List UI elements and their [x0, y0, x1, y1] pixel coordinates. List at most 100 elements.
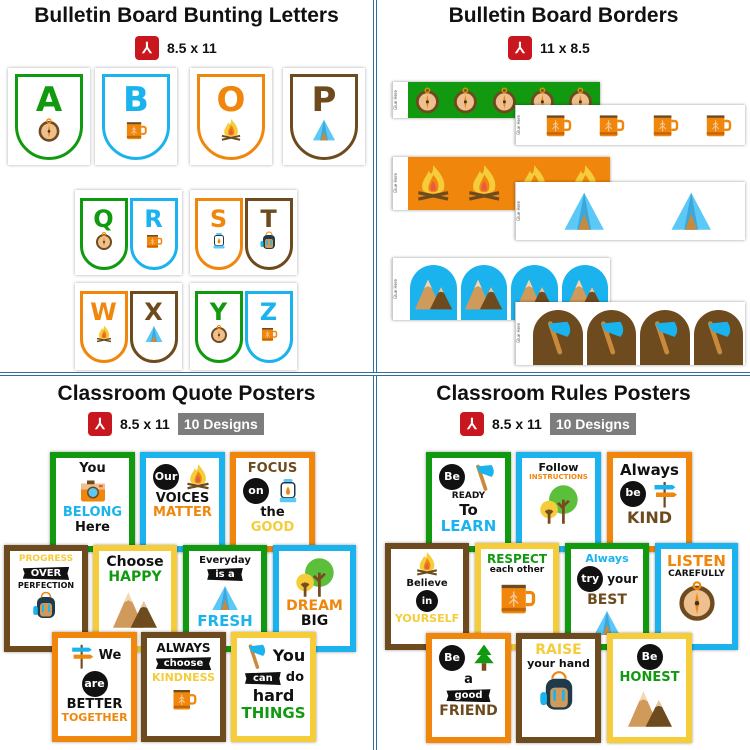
glue-here-label: Glue Here [515, 182, 531, 240]
poster-text: KINDNESS [151, 671, 216, 685]
poster-line: hard [253, 687, 295, 705]
glue-here-label: Glue Here [515, 302, 531, 365]
page-size-label: 8.5 x 11 [492, 416, 542, 432]
poster-text: Follow [538, 461, 579, 474]
bunting-letter: X [144, 298, 163, 326]
poster-text: LISTEN [667, 552, 726, 570]
poster-text: You [79, 461, 106, 476]
border-icons [531, 182, 745, 240]
bunting-letter: P [311, 80, 337, 120]
poster-text: a [464, 672, 473, 687]
border-strip: Glue Here [392, 82, 600, 118]
poster-line [495, 576, 539, 620]
bunting-pennant: Q [79, 198, 128, 270]
poster-text: HONEST [619, 670, 680, 685]
quadrant-title: Classroom Rules Posters [436, 382, 691, 405]
border-strip: Glue Here [515, 182, 745, 240]
lantern-icon [273, 476, 303, 506]
poster-line: Always [620, 462, 679, 479]
poster-line: OVER [21, 565, 72, 582]
backpack-icon [537, 670, 581, 714]
poster-text: THINGS [241, 703, 306, 722]
pdf-icon: ⅄ [135, 36, 159, 60]
pdf-icon: ⅄ [88, 412, 112, 436]
glue-here-label: Glue Here [392, 82, 408, 118]
poster-line: Be [438, 462, 499, 492]
poster-text: PROGRESS [18, 554, 74, 564]
poster-line: the [260, 505, 284, 520]
bunting-pennant: P [290, 74, 358, 160]
designs-count-badge: 10 Designs [549, 413, 636, 435]
poster-text: PERFECTION [17, 580, 75, 590]
bunting-pennant: O [197, 74, 265, 160]
bunting-letter: B [123, 80, 149, 120]
bunting-letter: W [90, 298, 117, 326]
poster-line: RAISE [535, 642, 581, 658]
poster-badge: be [620, 480, 646, 507]
poster-line [627, 685, 672, 729]
mug-icon [542, 109, 574, 141]
border-arch [693, 309, 743, 365]
quadrant-title: Bulletin Board Borders [448, 4, 679, 27]
page-size-label: 8.5 x 11 [120, 416, 170, 432]
poster-text: KIND [626, 507, 673, 527]
tent-icon [561, 188, 607, 234]
poster-banner: can [244, 672, 281, 685]
mug-icon [702, 109, 734, 141]
bunting-letter: Q [93, 205, 114, 233]
bunting-letter: A [35, 80, 63, 120]
bunting-letter: R [144, 205, 163, 233]
poster-line: Everyday [199, 555, 251, 566]
bunting-card: O [190, 68, 272, 165]
camera-icon [78, 476, 108, 506]
poster-badge: Our [153, 464, 179, 490]
pine-icon [469, 643, 499, 673]
poster-text: Believe [406, 578, 448, 589]
poster-line: Here [75, 520, 110, 535]
poster-text: do [285, 670, 305, 686]
axe-icon [242, 642, 270, 670]
signpost-icon [68, 642, 96, 670]
poster-line: be [619, 479, 680, 509]
pdf-icon: ⅄ [508, 36, 532, 60]
poster-badge: try [577, 566, 604, 593]
campfire-icon [94, 324, 114, 344]
poster-line: each other [489, 565, 545, 576]
poster-text: Everyday [199, 555, 251, 566]
poster-line: Always [585, 552, 629, 565]
poster-line: PERFECTION [17, 580, 75, 591]
compass-icon [675, 579, 719, 623]
poster-text: BIG [300, 613, 329, 630]
poster-line: on [242, 476, 303, 506]
format-info: ⅄8.5 x 11 [135, 36, 217, 60]
page-size-label: 11 x 8.5 [540, 40, 590, 56]
poster-text: Always [620, 461, 679, 479]
poster-line [537, 670, 581, 714]
bunting-pennant: Z [244, 291, 293, 363]
mug-icon [495, 576, 539, 620]
compass-icon [209, 324, 229, 344]
poster-text: BELONG [62, 505, 123, 521]
poster-line: ALWAYS [156, 641, 210, 655]
poster-text: Always [585, 552, 629, 565]
poster-line: FOCUS [248, 461, 297, 476]
poster-badge: on [243, 478, 269, 505]
poster-line: BETTER [67, 697, 123, 712]
poster-line: FRIEND [439, 703, 497, 719]
compass-icon [94, 231, 114, 251]
mug-icon [169, 684, 199, 714]
poster-text: hard [252, 686, 295, 705]
poster-text: DREAM [286, 598, 343, 614]
poster-text: each other [489, 565, 545, 576]
poster-text: YOURSELF [394, 612, 460, 625]
tent-icon [210, 583, 240, 613]
poster-line: is a [205, 566, 245, 583]
